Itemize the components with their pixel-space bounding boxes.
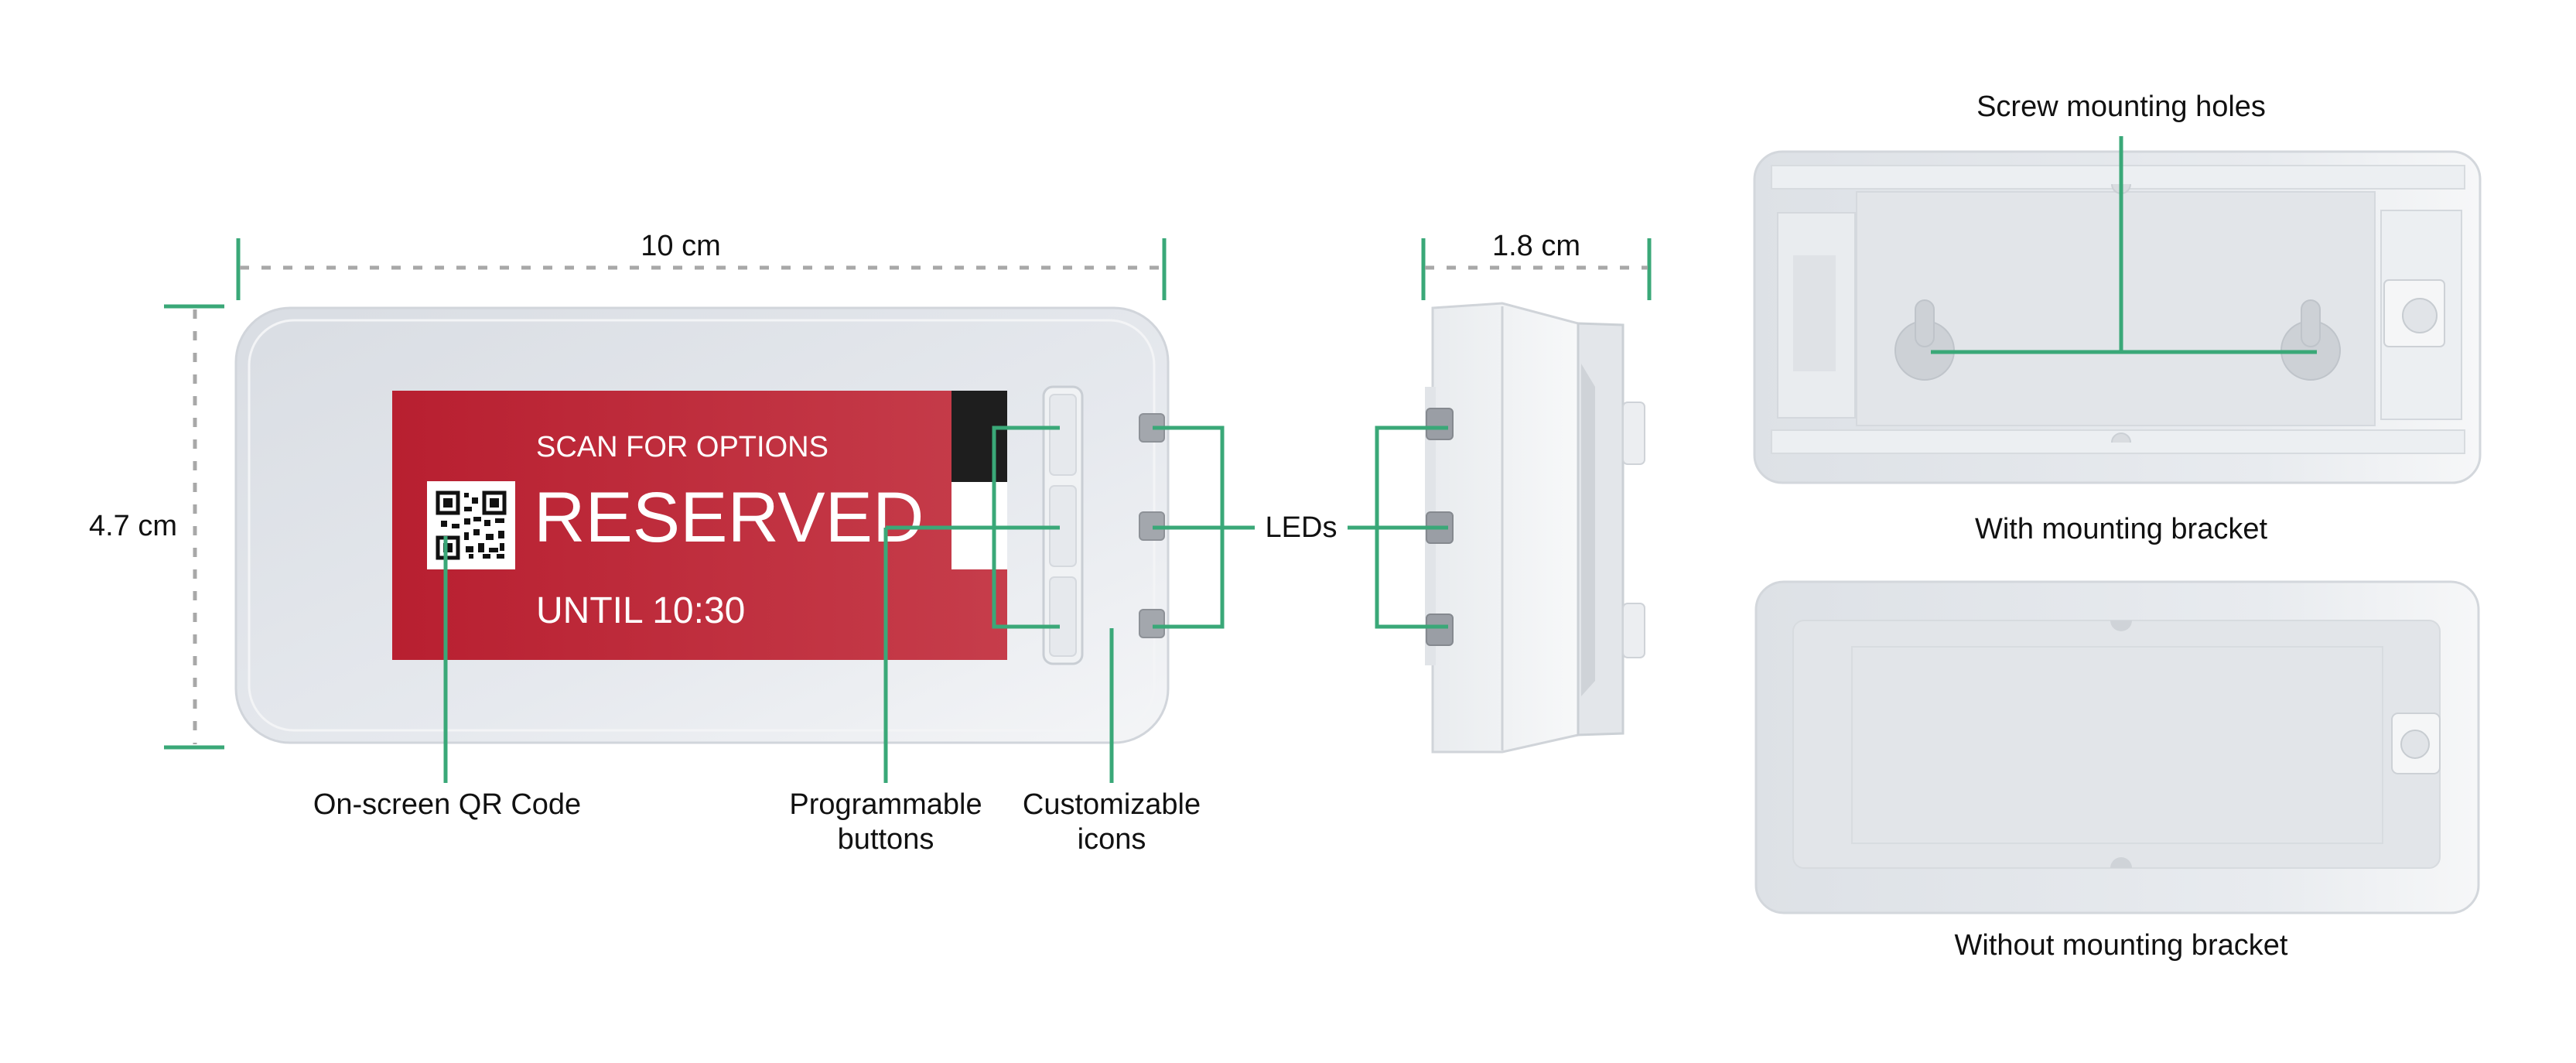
without-bracket-caption: Without mounting bracket	[1955, 929, 2288, 962]
programmable-buttons	[1042, 385, 1084, 665]
front-view: 10 cm 4.7 cm	[89, 230, 1337, 856]
height-dimension: 4.7 cm	[89, 304, 224, 750]
screen-line-1: SCAN FOR OPTIONS	[536, 431, 828, 463]
height-label: 4.7 cm	[89, 510, 177, 542]
back-with-bracket-view: Screw mounting holes With mounting brack…	[1753, 91, 2482, 545]
e-paper-screen: SCAN FOR OPTIONS RESERVED UNTIL 10:30	[392, 391, 1007, 660]
with-bracket-caption: With mounting bracket	[1975, 513, 2267, 545]
screen-line-3: UNTIL 10:30	[536, 590, 745, 631]
icons-callout-line-1: Customizable	[1023, 788, 1201, 821]
qr-code-icon	[427, 481, 515, 569]
depth-dimension: 1.8 cm	[1421, 230, 1652, 300]
screw-holes-callout: Screw mounting holes	[1976, 91, 2266, 123]
width-dimension: 10 cm	[236, 230, 1167, 300]
device-side-body	[1431, 302, 1580, 754]
qr-code-callout: On-screen QR Code	[313, 788, 581, 821]
leds-callout: LEDs	[1266, 511, 1338, 544]
front-callout-lines	[443, 426, 1255, 783]
buttons-callout-line-2: buttons	[838, 823, 934, 856]
screen-line-2: RESERVED	[534, 478, 924, 557]
back-without-bracket-view: Without mounting bracket	[1754, 580, 2480, 962]
front-leds	[1139, 413, 1165, 638]
side-led-callout-line	[1348, 426, 1448, 629]
depth-label: 1.8 cm	[1492, 230, 1580, 262]
width-label: 10 cm	[641, 230, 720, 262]
screw-holes-callout-line	[1931, 136, 2317, 354]
side-view: 1.8 cm	[1348, 230, 1652, 754]
buttons-callout-line-1: Programmable	[789, 788, 982, 821]
icons-callout-line-2: icons	[1078, 823, 1146, 856]
